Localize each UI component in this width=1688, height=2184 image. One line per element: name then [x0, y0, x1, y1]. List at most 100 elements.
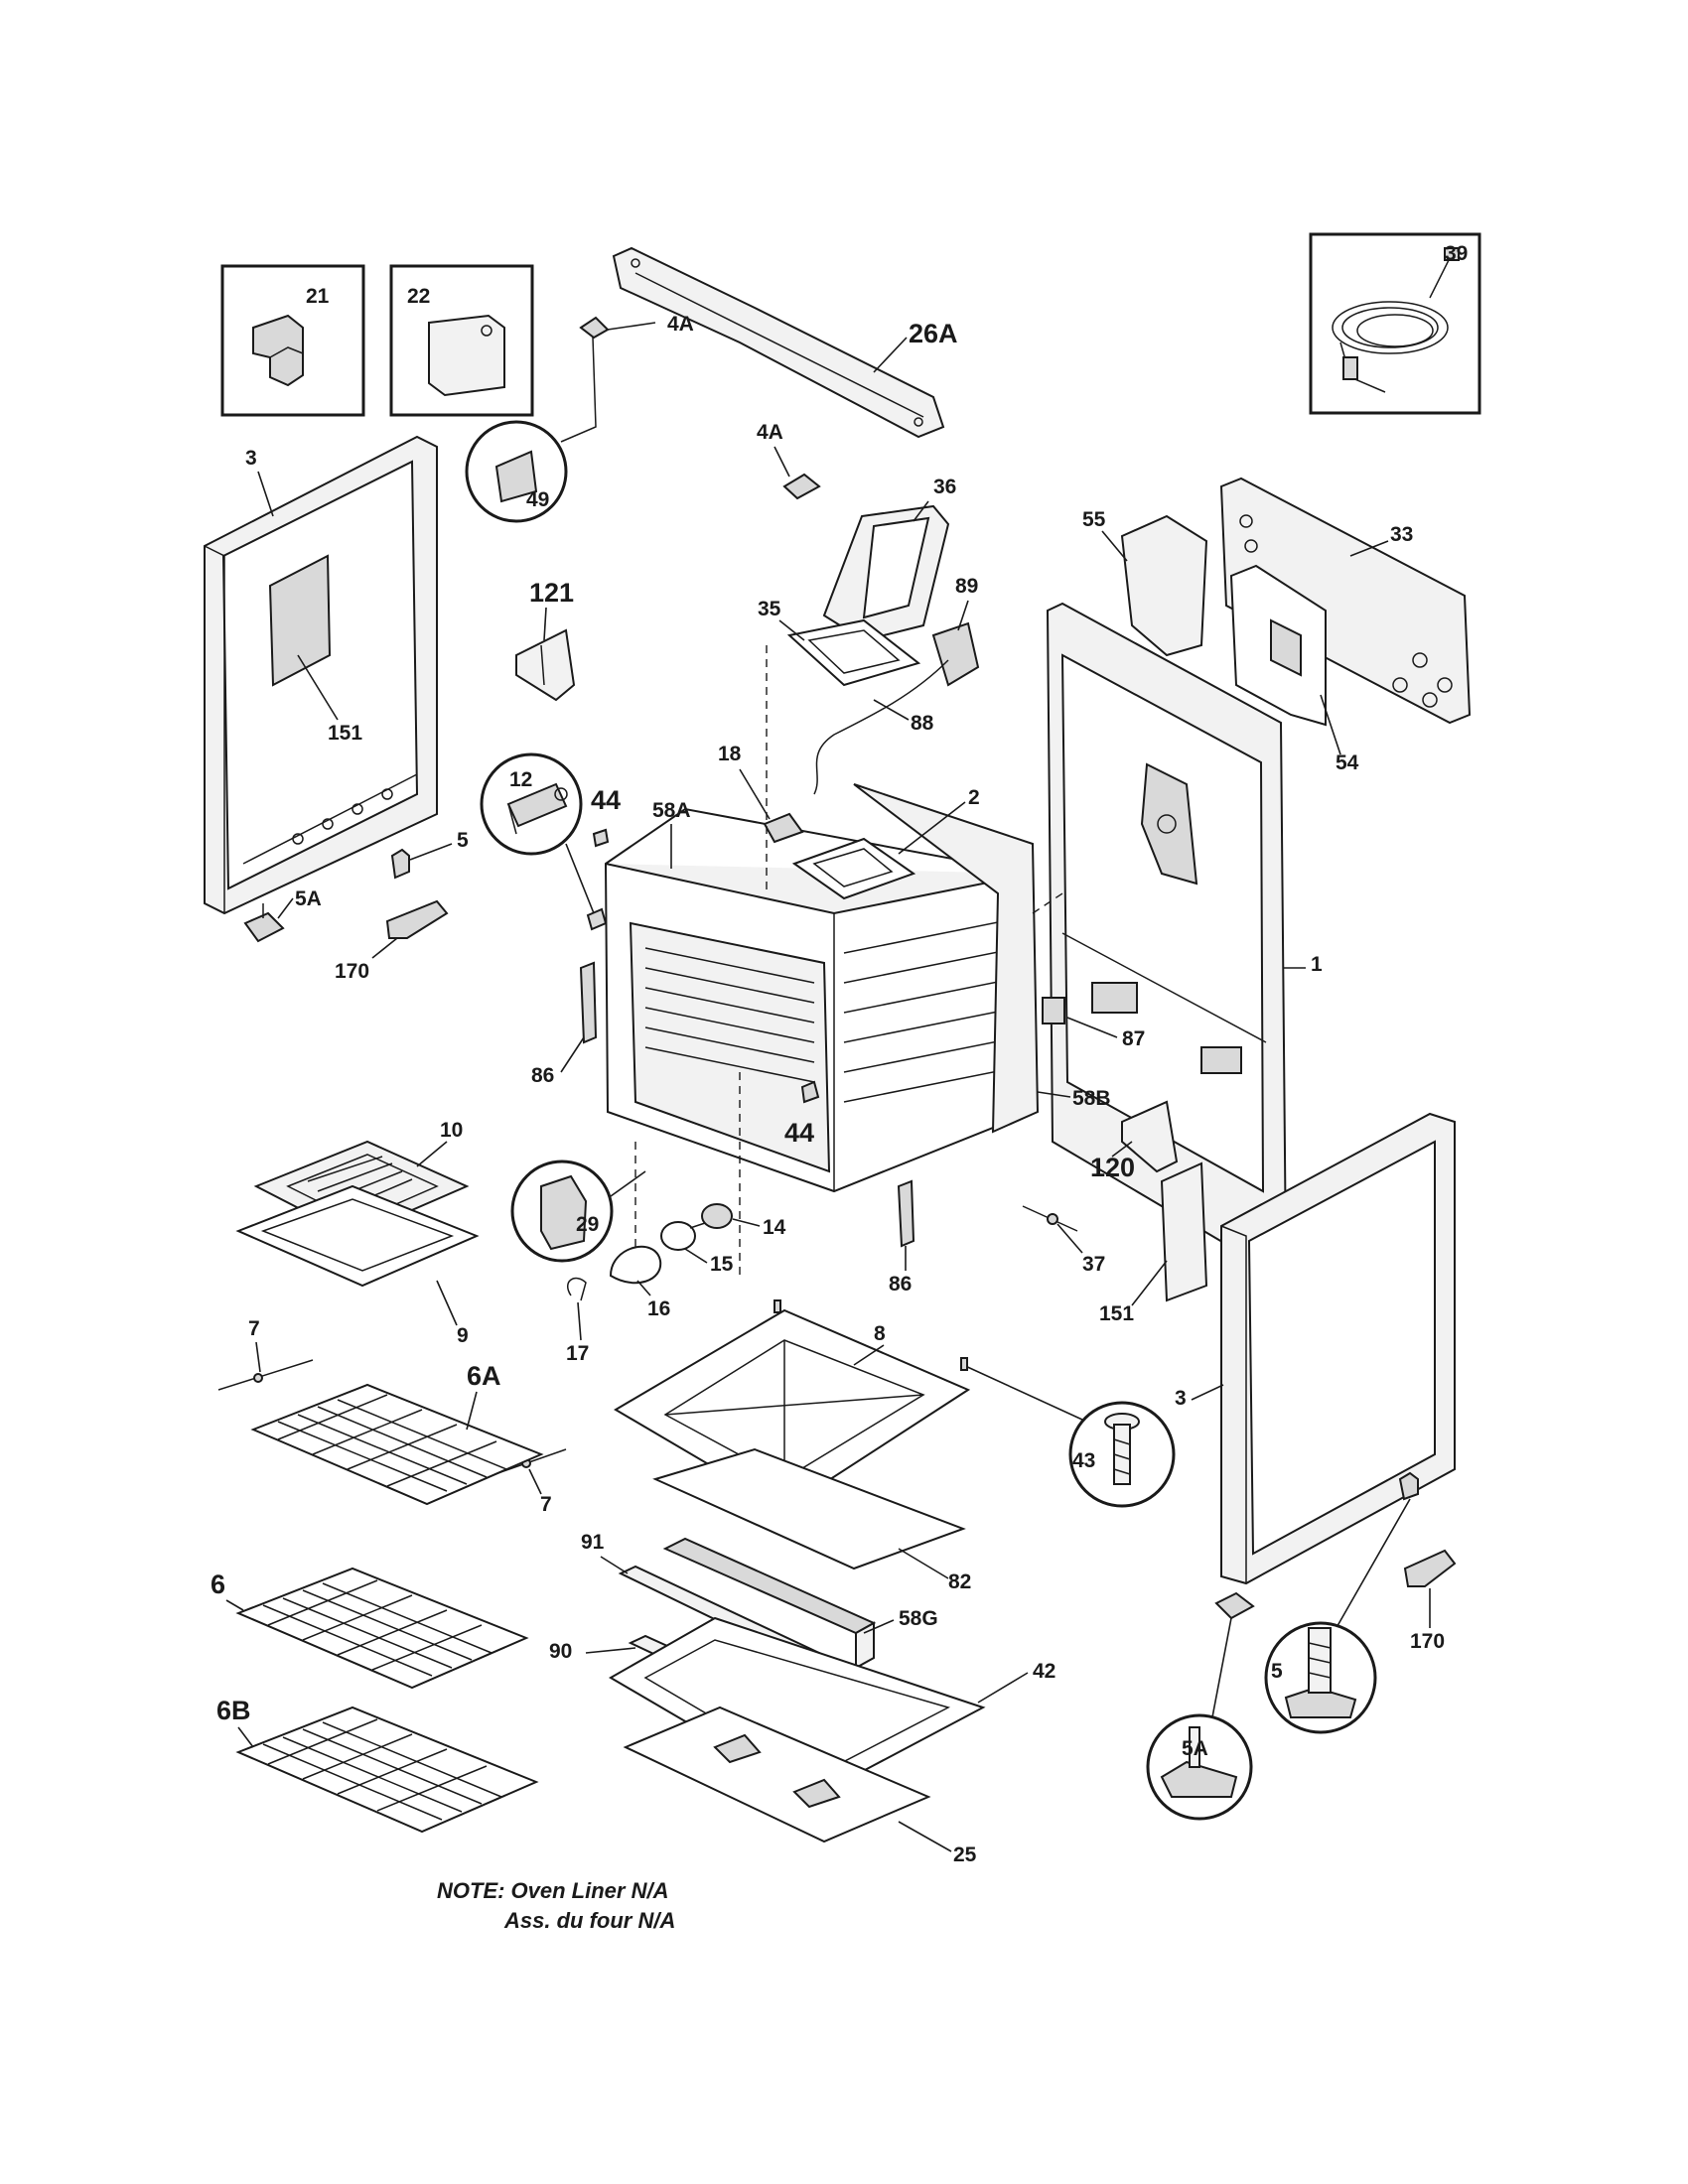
part-3-left-door: 3 151 [204, 435, 438, 915]
part-4A-top: 4A [560, 313, 694, 443]
part-33-back-panel: 33 [1219, 477, 1472, 725]
label-55: 55 [1082, 508, 1106, 531]
part-170-right: 170 [1403, 1549, 1457, 1653]
label-1: 1 [1311, 953, 1323, 976]
diagram-note: NOTE: Oven Liner N/A Ass. du four N/A [437, 1878, 675, 1933]
part-1-rear-wall: 1 [1046, 602, 1323, 1270]
label-6A: 6A [467, 1361, 501, 1391]
label-25: 25 [953, 1843, 977, 1866]
label-5-left: 5 [457, 829, 469, 852]
label-82: 82 [948, 1570, 971, 1593]
part-36-vent-duct: 36 [822, 476, 956, 642]
part-6-rack: 6 [211, 1567, 529, 1690]
label-37: 37 [1082, 1253, 1105, 1276]
label-4A-mid: 4A [757, 421, 783, 444]
label-10: 10 [440, 1119, 463, 1142]
part-88-wire: 88 [813, 659, 949, 795]
part-17-clip: 17 [566, 1277, 589, 1365]
part-4A-mid: 4A [757, 421, 821, 500]
label-170-left: 170 [335, 960, 369, 983]
part-5-right-small [1330, 1471, 1419, 1639]
part-55-panel: 55 [1082, 508, 1208, 657]
part-86-left: 86 [531, 961, 598, 1087]
inset-box-part-22: 22 [389, 264, 534, 417]
guide-line [1032, 892, 1063, 914]
part-2: 2 [791, 786, 980, 900]
label-86-right: 86 [889, 1273, 912, 1296]
label-151-left: 151 [328, 722, 362, 745]
part-58A-oven-cavity: 58A [604, 783, 1040, 1193]
part-6A-rack: 6A [250, 1361, 544, 1506]
part-89-sensor: 89 [931, 575, 980, 687]
label-39: 39 [1445, 242, 1468, 265]
label-7-bottom: 7 [540, 1493, 552, 1516]
part-151-right: 151 [1099, 1161, 1208, 1325]
label-5A-right: 5A [1182, 1737, 1208, 1760]
label-86-left: 86 [531, 1064, 554, 1087]
label-8: 8 [874, 1322, 886, 1345]
part-44-top: 44 [591, 785, 621, 848]
label-3-left: 3 [245, 447, 257, 470]
label-9: 9 [457, 1324, 469, 1347]
part-121-bracket: 121 [515, 578, 576, 702]
inset-circle-part-43: 43 [960, 1357, 1176, 1508]
part-18: 18 [718, 743, 804, 844]
part-5A-right-small [1210, 1591, 1255, 1723]
part-170-left: 170 [335, 899, 449, 983]
part-15-bulb: 15 [660, 1221, 734, 1276]
part-16-lens: 16 [609, 1245, 670, 1320]
label-88: 88 [911, 712, 934, 735]
label-18: 18 [718, 743, 742, 765]
inset-circle-part-5A-right: 5A [1146, 1713, 1253, 1821]
part-25-floor-panel: 25 [623, 1706, 977, 1866]
label-26A: 26A [909, 319, 958, 348]
part-9-broiler-pan: 9 [235, 1184, 480, 1347]
inset-box-part-39: 39 [1309, 232, 1481, 415]
label-54: 54 [1336, 751, 1359, 774]
inset-box-part-21: 21 [220, 264, 365, 417]
part-44-mid: 44 [784, 1080, 820, 1148]
label-58B: 58B [1072, 1087, 1111, 1110]
part-26A-top-bracket: 26A [612, 246, 958, 439]
label-121: 121 [529, 578, 574, 608]
label-42: 42 [1033, 1660, 1055, 1683]
part-6B-rack: 6B [216, 1696, 539, 1834]
label-22: 22 [407, 285, 430, 308]
part-54-inner-panel: 54 [1229, 564, 1359, 774]
part-14-socket: 14 [701, 1203, 786, 1239]
label-120: 120 [1090, 1153, 1135, 1182]
inset-circle-part-49: 49 [465, 420, 568, 523]
label-90: 90 [549, 1640, 572, 1663]
label-58G: 58G [899, 1607, 938, 1630]
part-5A-left: 5A [243, 887, 322, 943]
part-120-bracket: 120 [1090, 1100, 1179, 1182]
inset-circle-part-5-right: 5 [1264, 1621, 1377, 1734]
label-6: 6 [211, 1570, 225, 1599]
part-82-shield: 82 [652, 1447, 971, 1593]
label-33: 33 [1390, 523, 1413, 546]
part-3-right-door: 3 [1175, 1112, 1456, 1585]
label-29: 29 [576, 1213, 599, 1236]
label-44-top: 44 [591, 785, 621, 815]
label-170-right: 170 [1410, 1630, 1445, 1653]
inset-circle-part-29: 29 [510, 1160, 646, 1263]
label-44-mid: 44 [784, 1118, 814, 1148]
label-5-right: 5 [1271, 1660, 1283, 1683]
label-91: 91 [581, 1531, 605, 1554]
note-line-1: NOTE: Oven Liner N/A [437, 1878, 668, 1903]
label-36: 36 [933, 476, 956, 498]
inset-circle-part-12: 12 [480, 752, 608, 931]
part-58G: 58G [662, 1537, 938, 1670]
label-7-top: 7 [248, 1317, 260, 1340]
label-4A-top: 4A [667, 313, 694, 336]
label-89: 89 [955, 575, 978, 598]
note-line-2: Ass. du four N/A [503, 1908, 675, 1933]
label-3-right: 3 [1175, 1387, 1187, 1410]
label-6B: 6B [216, 1696, 251, 1725]
label-49: 49 [526, 488, 549, 511]
part-5-left: 5 [390, 829, 469, 880]
label-17: 17 [566, 1342, 589, 1365]
label-58A: 58A [652, 799, 691, 822]
label-43: 43 [1072, 1449, 1095, 1472]
